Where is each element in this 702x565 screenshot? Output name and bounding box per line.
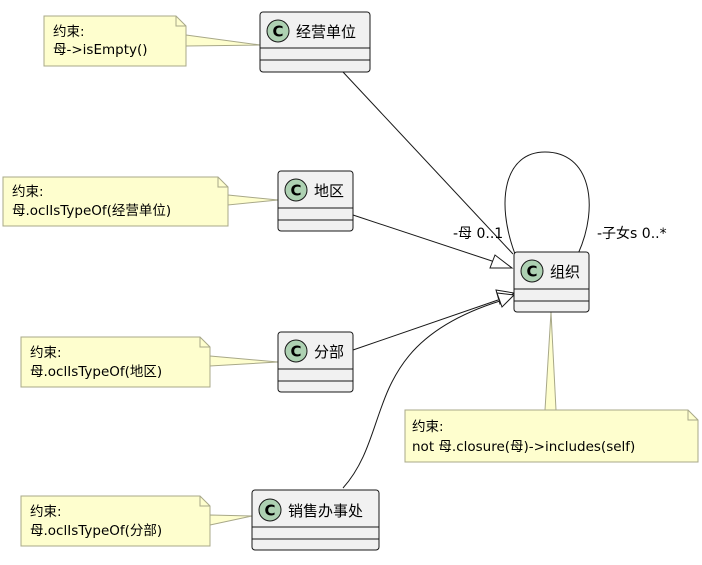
class-diqu[interactable]: C 地区 <box>277 170 354 232</box>
note-diqu-line1: 约束: <box>12 184 44 200</box>
note-diqu-line2: 母.oclIsTypeOf(经营单位) <box>12 203 171 219</box>
note-connector-zuzhi <box>544 311 557 411</box>
class-name-diqu: 地区 <box>314 182 344 200</box>
note-connectors <box>185 34 557 526</box>
generalization-arrowhead-xiaoshou <box>496 292 516 308</box>
class-circle-icon <box>258 498 282 522</box>
stereotype-letter: C <box>272 23 283 41</box>
stereotype-letter: C <box>264 502 275 520</box>
class-name-jingying: 经营单位 <box>296 23 356 41</box>
note-connector-fenbu <box>209 355 279 367</box>
note-connector-jingying <box>185 34 261 47</box>
note-jingying-line2: 母->isEmpty() <box>53 42 148 58</box>
note-fenbu: 约束: 母.oclIsTypeOf(地区) <box>20 336 211 388</box>
note-xiaoshou-line1: 约束: <box>30 504 62 520</box>
association-label-parent: -母 0..1 <box>453 226 503 242</box>
class-name-fenbu: 分部 <box>314 343 344 361</box>
self-association-loop <box>504 151 590 255</box>
note-fenbu-line1: 约束: <box>30 345 62 361</box>
note-connector-xiaoshou <box>209 514 253 526</box>
class-name-zuzhi: 组织 <box>550 263 580 281</box>
generalization-fenbu-zuzhi <box>352 299 499 351</box>
generalization-diqu-zuzhi <box>352 214 496 263</box>
stereotype-letter: C <box>290 343 301 361</box>
note-xiaoshou: 约束: 母.oclIsTypeOf(分部) <box>20 495 211 547</box>
relationships <box>342 71 590 489</box>
generalization-xiaoshou-zuzhi <box>342 300 501 489</box>
association-jingying-zuzhi <box>342 71 514 255</box>
class-fenbu[interactable]: C 分部 <box>277 331 354 393</box>
stereotype-letter: C <box>526 263 537 281</box>
class-circle-icon <box>520 259 544 283</box>
note-zuzhi-line1: 约束: <box>412 419 444 435</box>
note-jingying: 约束: 母->isEmpty() <box>43 15 187 67</box>
note-diqu: 约束: 母.oclIsTypeOf(经营单位) <box>2 176 229 227</box>
note-connector-diqu <box>227 194 279 206</box>
stereotype-letter: C <box>290 182 301 200</box>
class-zuzhi[interactable]: C 组织 <box>513 251 590 313</box>
note-jingying-line1: 约束: <box>53 24 85 40</box>
note-zuzhi: 约束: not 母.closure(母)->includes(self) <box>404 409 699 463</box>
note-fenbu-line2: 母.oclIsTypeOf(地区) <box>30 364 162 380</box>
class-xiaoshou[interactable]: C 销售办事处 <box>251 489 380 551</box>
generalization-arrowhead-diqu <box>489 254 514 269</box>
association-label-children: -子女s 0..* <box>597 225 667 242</box>
note-zuzhi-line2: not 母.closure(母)->includes(self) <box>412 439 635 455</box>
class-circle-icon <box>284 178 308 202</box>
class-name-xiaoshou: 销售办事处 <box>288 502 363 520</box>
class-circle-icon <box>284 339 308 363</box>
class-jingying[interactable]: C 经营单位 <box>259 11 371 73</box>
note-xiaoshou-line2: 母.oclIsTypeOf(分部) <box>30 523 162 539</box>
class-circle-icon <box>266 19 290 43</box>
